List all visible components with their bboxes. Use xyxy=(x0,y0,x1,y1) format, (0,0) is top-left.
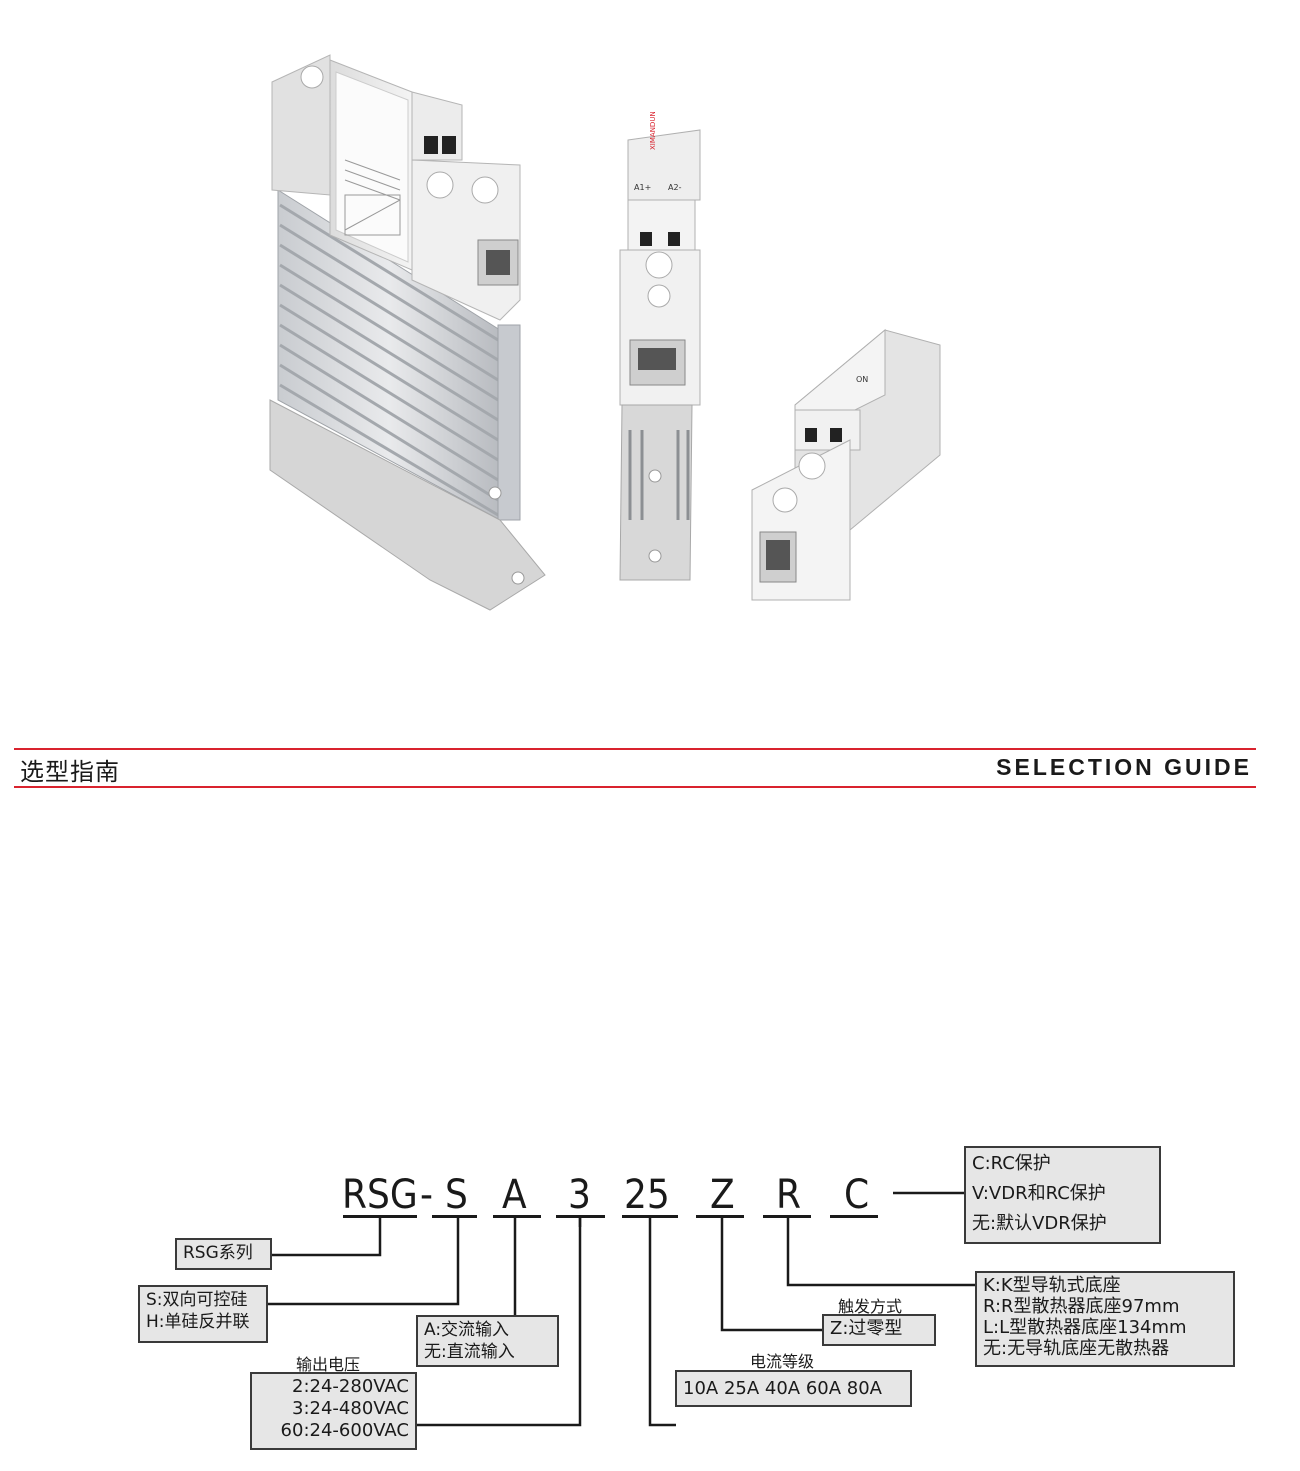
base-option-k: K:K型导轨式底座 xyxy=(983,1275,1121,1296)
code-dash: - xyxy=(420,1172,433,1218)
underline-series xyxy=(343,1215,417,1218)
protection-option-v: V:VDR和RC保护 xyxy=(972,1183,1106,1204)
thyristor-option-h: H:单硅反并联 xyxy=(146,1312,250,1332)
header-rule-top xyxy=(14,748,1256,750)
trigger-caption: 触发方式 xyxy=(838,1297,903,1316)
base-option-r: R:R型散热器底座97mm xyxy=(983,1296,1180,1317)
code-protection: C xyxy=(844,1172,870,1218)
box-protection: C:RC保护 V:VDR和RC保护 无:默认VDR保护 xyxy=(964,1146,1161,1244)
protection-option-c: C:RC保护 xyxy=(972,1153,1051,1174)
series-option: RSG系列 xyxy=(183,1243,253,1263)
relay-short: ON xyxy=(751,328,941,601)
voltage-option-3: 3:24-480VAC xyxy=(292,1398,409,1419)
voltage-caption: 输出电压 xyxy=(296,1355,361,1374)
box-input: A:交流输入 无:直流输入 xyxy=(416,1315,559,1367)
thyristor-option-s: S:双向可控硅 xyxy=(146,1290,248,1310)
input-option-ac: A:交流输入 xyxy=(424,1320,510,1340)
box-trigger: Z:过零型 xyxy=(822,1314,936,1346)
trigger-option-z: Z:过零型 xyxy=(830,1318,903,1339)
underline-trigger xyxy=(696,1215,744,1218)
code-trigger: Z xyxy=(710,1172,735,1218)
box-series: RSG系列 xyxy=(175,1238,272,1270)
relay-large xyxy=(269,54,546,611)
relay-slim: XIMANDUN A1+ A2- xyxy=(619,111,701,581)
current-options: 10A 25A 40A 60A 80A xyxy=(683,1378,882,1399)
protection-option-default: 无:默认VDR保护 xyxy=(972,1213,1107,1234)
product-photo: XIMANDUN A1+ A2- ON xyxy=(269,54,941,611)
box-voltage: 2:24-280VAC 3:24-480VAC 60:24-600VAC xyxy=(250,1372,417,1450)
code-a: A xyxy=(502,1172,527,1218)
code-series: RSG xyxy=(342,1172,418,1218)
code-base: R xyxy=(776,1172,801,1218)
input-option-dc: 无:直流输入 xyxy=(424,1342,515,1362)
current-caption: 电流等级 xyxy=(750,1352,815,1371)
underline-a xyxy=(493,1215,541,1218)
underline-protection xyxy=(830,1215,878,1218)
header-rule-bottom xyxy=(14,786,1256,788)
terminal-a2-label: A2- xyxy=(668,183,682,192)
voltage-option-2: 2:24-280VAC xyxy=(292,1376,409,1397)
section-title-cn: 选型指南 xyxy=(20,758,120,786)
section-title-en: SELECTION GUIDE xyxy=(996,754,1252,780)
voltage-option-60: 60:24-600VAC xyxy=(280,1420,409,1441)
device-on-label: ON xyxy=(856,375,868,384)
svg-text:XIMANDUN: XIMANDUN xyxy=(649,111,657,150)
underline-base xyxy=(763,1215,811,1218)
underline-current xyxy=(622,1215,678,1218)
code-current: 25 xyxy=(624,1172,670,1218)
base-option-l: L:L型散热器底座134mm xyxy=(983,1317,1187,1338)
underline-s xyxy=(432,1215,477,1218)
box-current: 10A 25A 40A 60A 80A xyxy=(675,1370,912,1407)
code-s: S xyxy=(445,1172,468,1218)
box-thyristor: S:双向可控硅 H:单硅反并联 xyxy=(138,1285,268,1343)
code-voltage: 3 xyxy=(568,1172,591,1218)
underline-voltage xyxy=(556,1215,605,1218)
base-option-none: 无:无导轨底座无散热器 xyxy=(983,1338,1170,1359)
terminal-a1-label: A1+ xyxy=(634,183,651,192)
box-base: K:K型导轨式底座 R:R型散热器底座97mm L:L型散热器底座134mm 无… xyxy=(975,1271,1235,1367)
